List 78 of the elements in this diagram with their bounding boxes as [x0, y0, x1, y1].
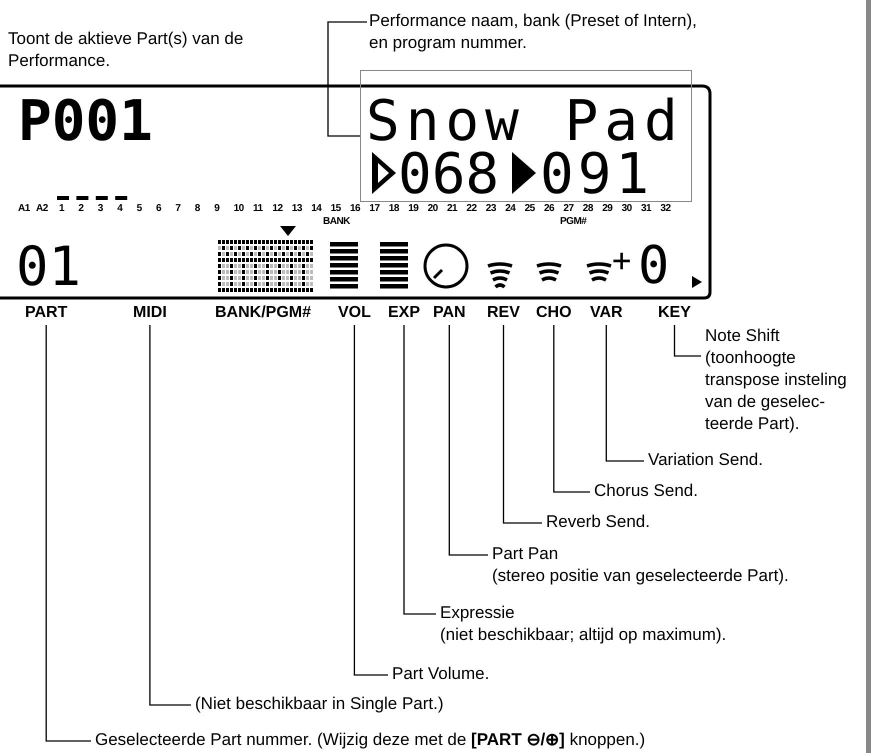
leader-line [354, 325, 388, 676]
callout-text: Part Volume. [392, 663, 490, 685]
segment-number: 20 [428, 203, 438, 214]
lcd-text: Snow Pad [366, 94, 684, 150]
function-label: BANK/PGM# [215, 303, 312, 323]
function-label: REV [487, 303, 520, 323]
callout-text: Variation Send. [648, 449, 763, 471]
segment-number: 19 [408, 203, 418, 214]
leader-line [674, 325, 701, 357]
segment-number: 25 [524, 203, 535, 214]
function-label: CHO [536, 303, 572, 323]
segment-number: A2 [36, 203, 48, 214]
segment-number: 7 [175, 203, 180, 214]
lcd-text: 068 [398, 147, 500, 203]
lcd-text: PGM# [560, 216, 586, 227]
leader-line [46, 325, 91, 742]
segment-number: 22 [466, 203, 477, 214]
segment-number: 31 [641, 203, 652, 214]
function-label: MIDI [133, 303, 167, 323]
lcd-text: P001 [18, 94, 153, 150]
segment-number: 13 [292, 203, 302, 214]
leader-line [553, 325, 590, 493]
leader-line [327, 21, 367, 137]
segment-number: 6 [156, 203, 162, 214]
segment-number: 16 [350, 203, 360, 214]
segment-number: 9 [214, 203, 220, 214]
segment-number: 3 [98, 203, 103, 214]
callout-text: Performance naam, bank (Preset of Intern), en program nummer. [369, 10, 709, 54]
callout-text: Chorus Send. [594, 480, 698, 502]
segment-number: A1 [18, 203, 30, 214]
callout-text: Expressie [440, 602, 516, 624]
leader-line [448, 325, 488, 556]
segment-number: 32 [660, 203, 671, 214]
lcd-text: 0 [638, 240, 670, 292]
segment-number: 29 [602, 203, 612, 214]
function-label: PART [25, 303, 68, 323]
segment-number: 2 [78, 203, 84, 214]
leader-line [403, 325, 436, 615]
callout-text: (toonhoogte transpose insteling van de geselec- teerde Part). [705, 347, 848, 435]
segment-number: 12 [272, 203, 283, 214]
leader-line [606, 325, 644, 462]
lcd-text: 01 [16, 240, 82, 294]
highlight-frame [360, 70, 692, 202]
callout-text: (stereo positie van geselecteerde Part). [492, 565, 789, 587]
segment-number: 11 [253, 203, 263, 214]
leader-line [502, 325, 542, 524]
function-label: PAN [433, 303, 466, 323]
segment-number: 10 [234, 203, 244, 214]
function-label: VAR [590, 303, 623, 323]
function-label: EXP [388, 303, 420, 323]
segment-number: 28 [582, 203, 593, 214]
segment-number: 23 [486, 203, 496, 214]
callout-text: (Niet beschikbaar in Single Part.) [195, 693, 444, 715]
callout-text: (niet beschikbaar; altijd op maximum). [440, 624, 726, 646]
segment-number: 5 [136, 203, 142, 214]
lcd-text: BANK [323, 216, 350, 227]
callout-text: Note Shift [705, 325, 781, 347]
segment-number: 21 [447, 203, 458, 214]
segment-number: 14 [311, 203, 322, 214]
segment-number: 24 [505, 203, 516, 214]
callout-text: Part Pan [492, 543, 560, 565]
function-label: KEY [658, 303, 691, 323]
callout-text: Reverb Send. [546, 511, 650, 533]
segment-number: 27 [563, 203, 574, 214]
segment-number: 8 [194, 203, 200, 214]
segment-number: 4 [117, 203, 122, 214]
segment-number: 17 [369, 203, 380, 214]
callout-text: Geselecteerde Part nummer. (Wijzig deze met de [PART ⊖/⊕] knoppen.) [95, 729, 646, 751]
segment-number: 30 [622, 203, 632, 214]
segment-number: 15 [330, 203, 341, 214]
leader-line [149, 325, 191, 706]
lcd-text: + [612, 244, 632, 276]
segment-number: 18 [388, 203, 399, 214]
note-text: Toont de aktieve Part(s) van de Performance. [8, 28, 244, 72]
lcd-text: 091 [540, 147, 654, 203]
segment-number: 26 [544, 203, 554, 214]
segment-number: 1 [59, 203, 64, 214]
function-label: VOL [338, 303, 371, 323]
